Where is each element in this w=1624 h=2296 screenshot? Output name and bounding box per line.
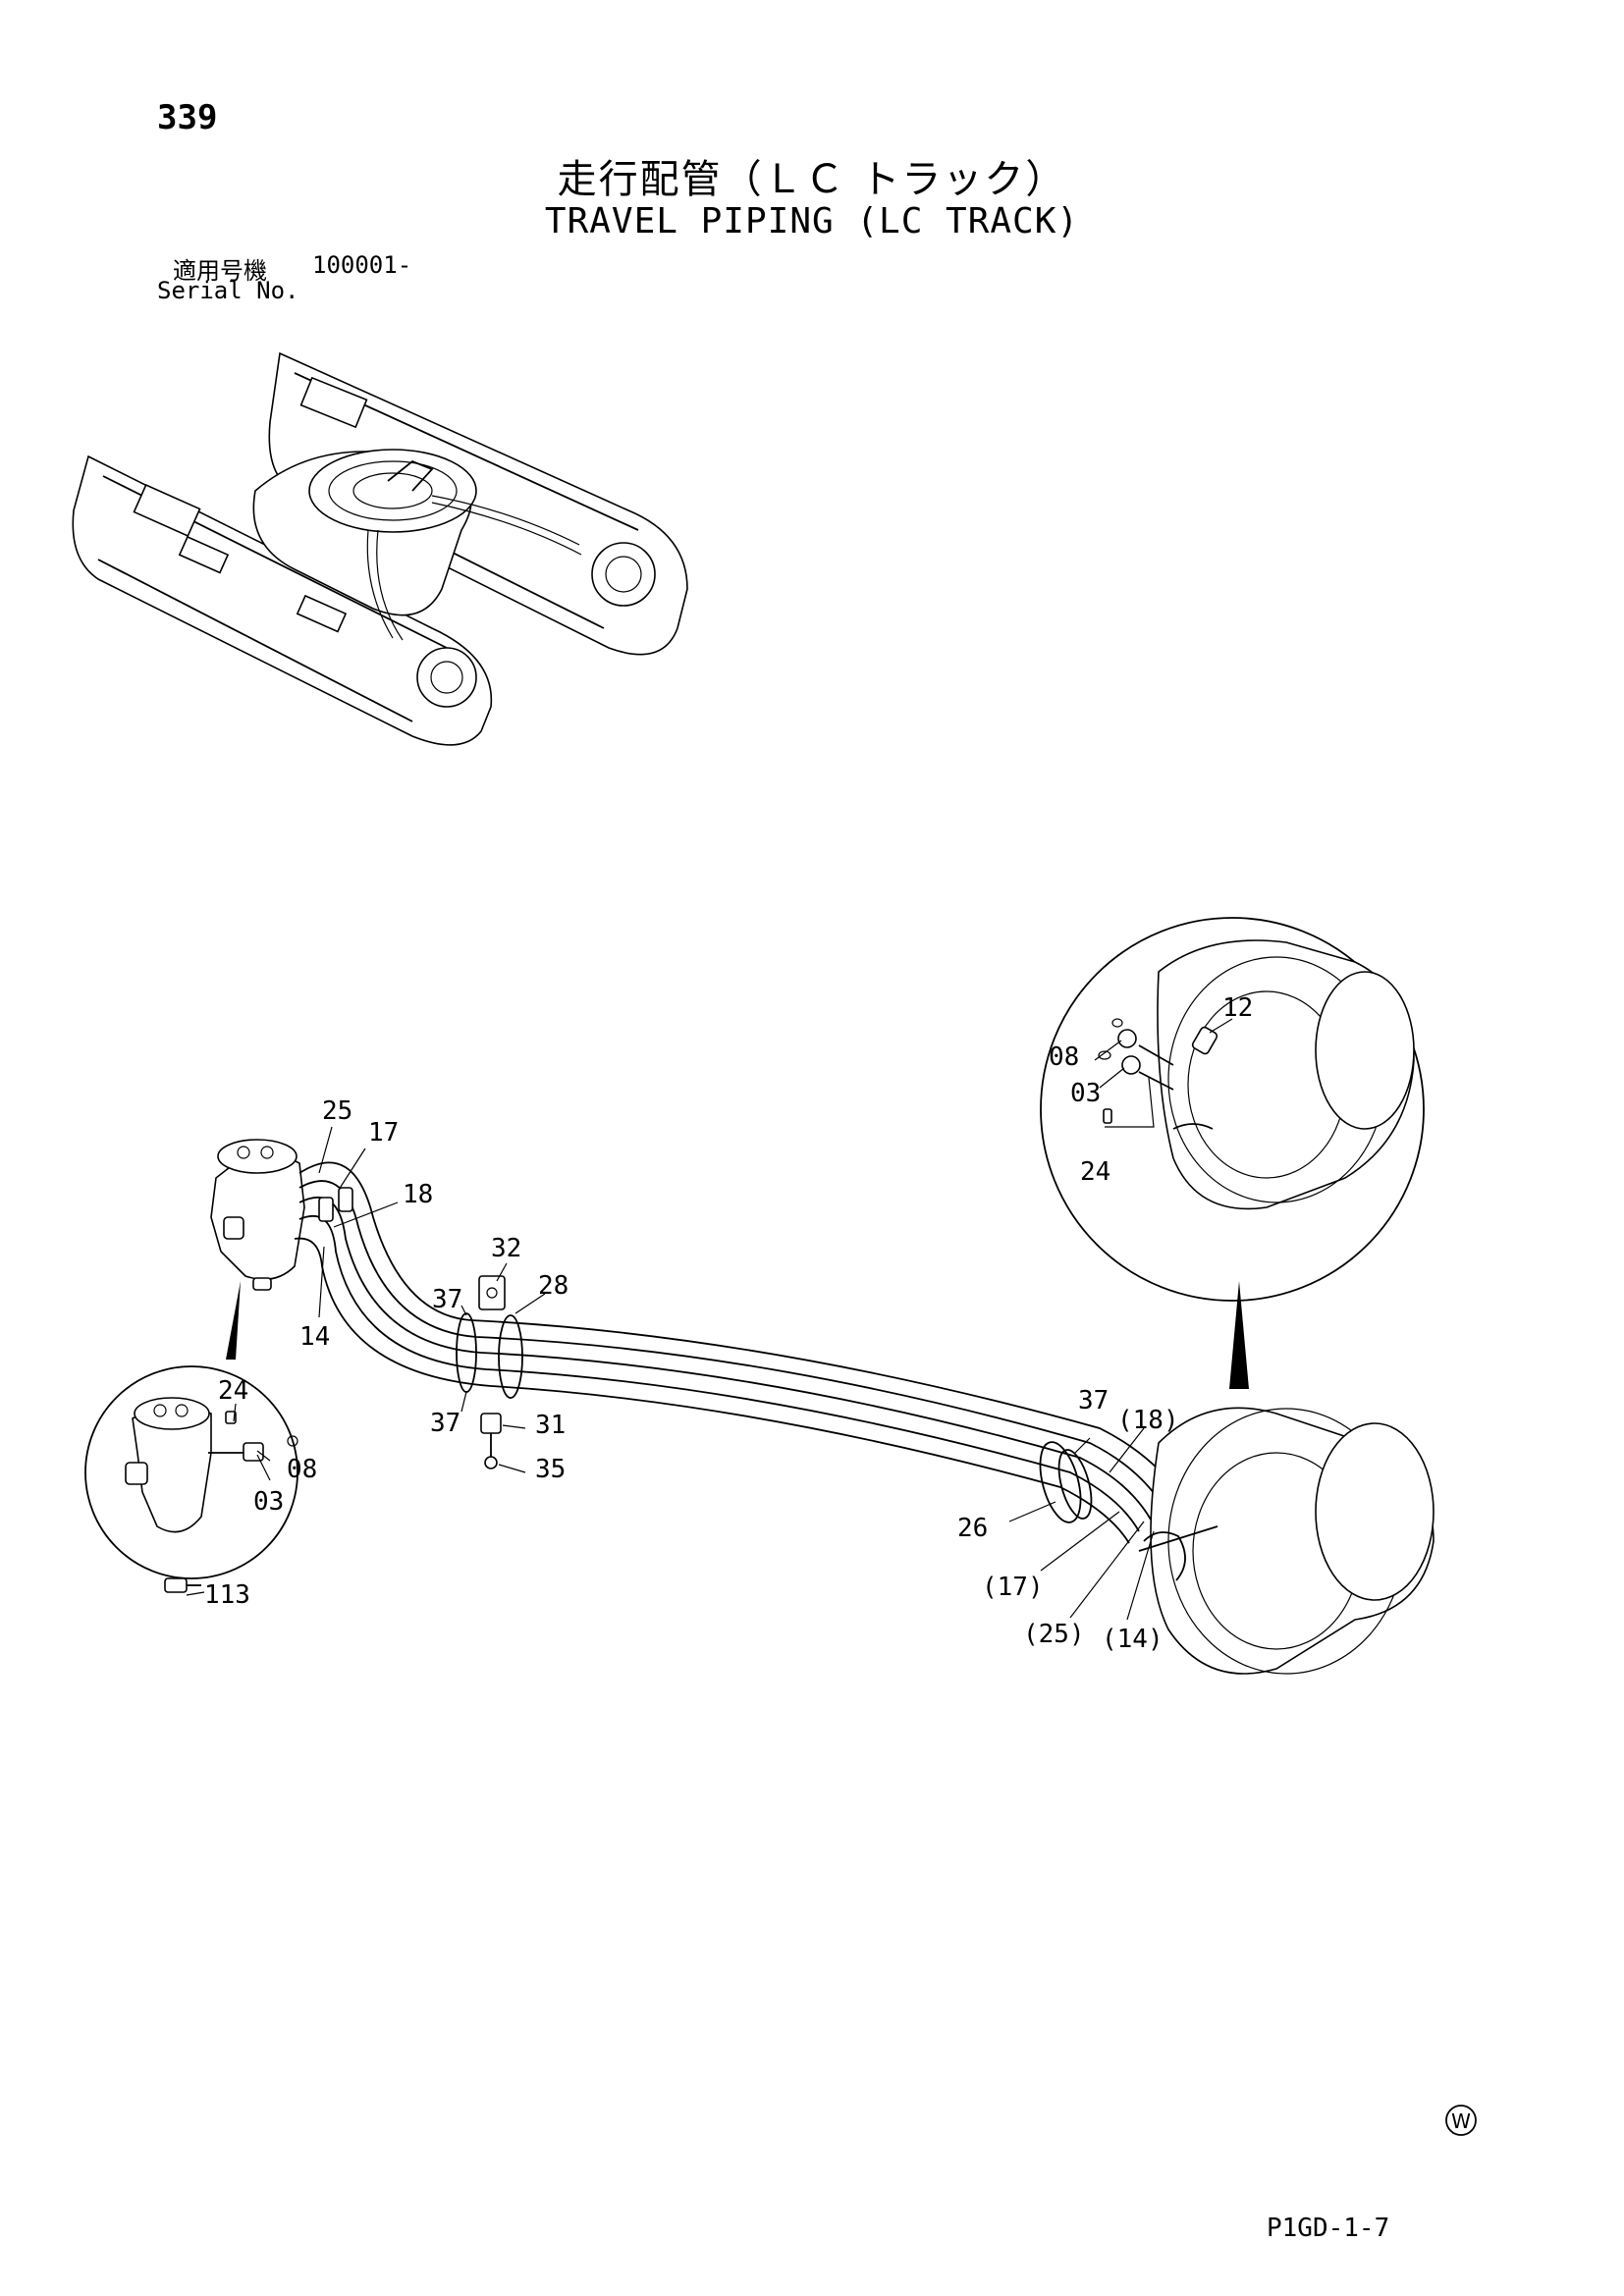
- page-code: P1GD-1-7: [1267, 2214, 1390, 2243]
- callout-14: 14: [299, 1322, 330, 1352]
- callout-17-ref: (17): [982, 1573, 1044, 1602]
- serial-label-japanese: 適用号機: [173, 257, 267, 285]
- leader-lines: [186, 1018, 1249, 1621]
- callout-18-ref: (18): [1117, 1406, 1179, 1435]
- callout-37-upper: 37: [432, 1285, 462, 1314]
- stamp-letter: W: [1451, 2109, 1471, 2133]
- callout-26: 26: [957, 1514, 988, 1543]
- callout-31: 31: [535, 1411, 566, 1440]
- callout-25: 25: [322, 1096, 352, 1126]
- hose-bundle: [294, 1161, 1179, 1544]
- callout-03-left: 03: [253, 1487, 284, 1517]
- serial-number: 100001-: [312, 251, 412, 279]
- serial-label-english: Serial No.: [157, 277, 299, 304]
- callout-37-lower: 37: [430, 1409, 460, 1438]
- callout-28: 28: [538, 1271, 568, 1301]
- callout-24-right: 24: [1080, 1157, 1110, 1187]
- swivel-joint-detail: [84, 1365, 298, 1593]
- page-title-english: TRAVEL PIPING (LC TRACK): [544, 201, 1080, 241]
- page-number: 339: [157, 98, 218, 137]
- callout-12: 12: [1222, 993, 1253, 1023]
- travel-motor-main: [1138, 1407, 1435, 1675]
- callout-24-left: 24: [218, 1376, 248, 1406]
- callout-35: 35: [535, 1455, 566, 1484]
- callout-03-right: 03: [1070, 1079, 1101, 1108]
- callout-18: 18: [403, 1180, 433, 1209]
- callout-25-ref: (25): [1023, 1620, 1085, 1649]
- callout-17: 17: [368, 1118, 399, 1148]
- callout-37-right: 37: [1078, 1386, 1109, 1415]
- main-swivel-joint: [210, 1139, 305, 1291]
- callout-14-ref: (14): [1102, 1625, 1164, 1654]
- callout-32: 32: [491, 1234, 521, 1263]
- callout-08-right: 08: [1049, 1042, 1079, 1072]
- circle-w-stamp: W: [1445, 2105, 1477, 2136]
- callout-08-left: 08: [287, 1455, 317, 1484]
- page-title-japanese: 走行配管（ＬＣ トラック）: [557, 157, 1067, 202]
- travel-motor-detail: [1040, 917, 1425, 1302]
- undercarriage-overview: [72, 351, 688, 746]
- callout-113: 113: [204, 1580, 250, 1610]
- callout-labels: 25 17 18 14 32 28 37 37 31 35 24 08 03 1…: [204, 993, 1253, 1654]
